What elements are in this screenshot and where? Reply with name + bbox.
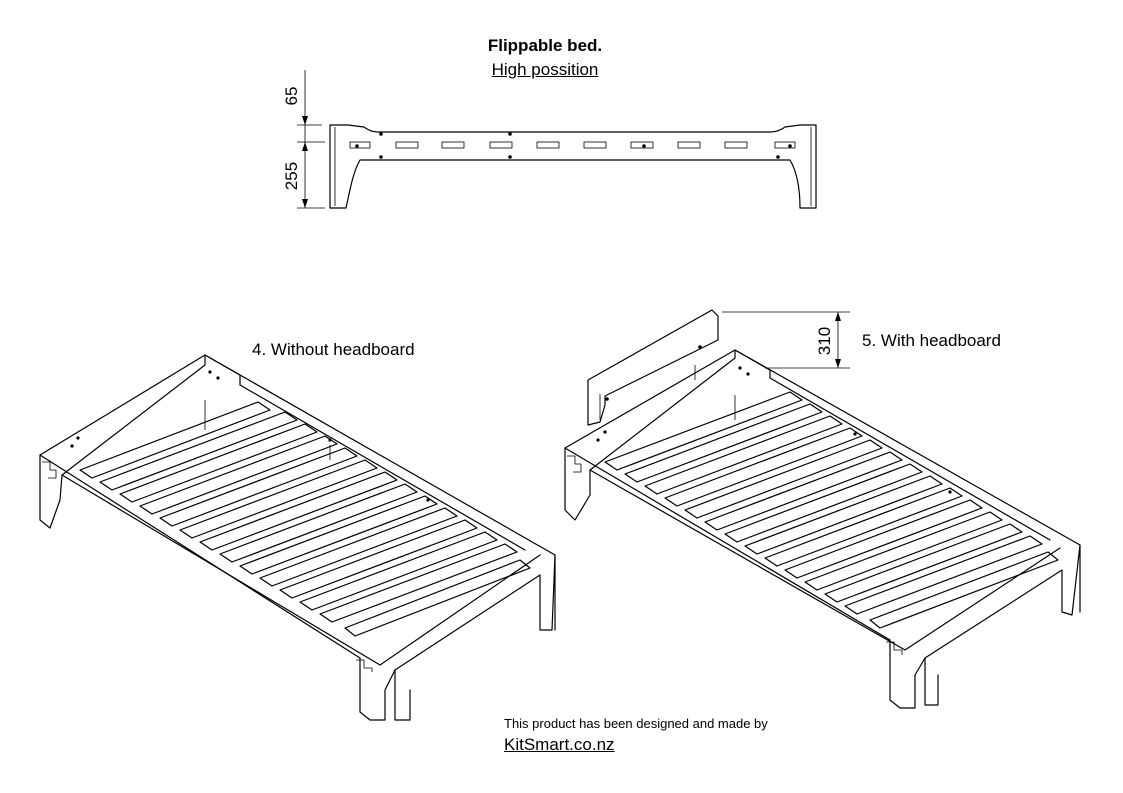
side-elevation: 65 255 [282,70,817,209]
bed-with-headboard: 310 [564,309,1081,709]
diagram-subtitle: High possition [491,60,599,79]
brand-link[interactable]: KitSmart.co.nz [504,735,615,754]
bed-without-headboard [39,354,556,721]
credit-text: This product has been designed and made … [504,716,768,731]
diagram-title: Flippable bed. [487,36,603,55]
dim-frame-height: 255 [282,162,301,190]
dim-top-gap: 65 [282,87,301,106]
label-with-headboard: 5. With headboard [862,331,1001,350]
label-without-headboard: 4. Without headboard [252,340,415,359]
dim-headboard-height: 310 [815,327,834,355]
